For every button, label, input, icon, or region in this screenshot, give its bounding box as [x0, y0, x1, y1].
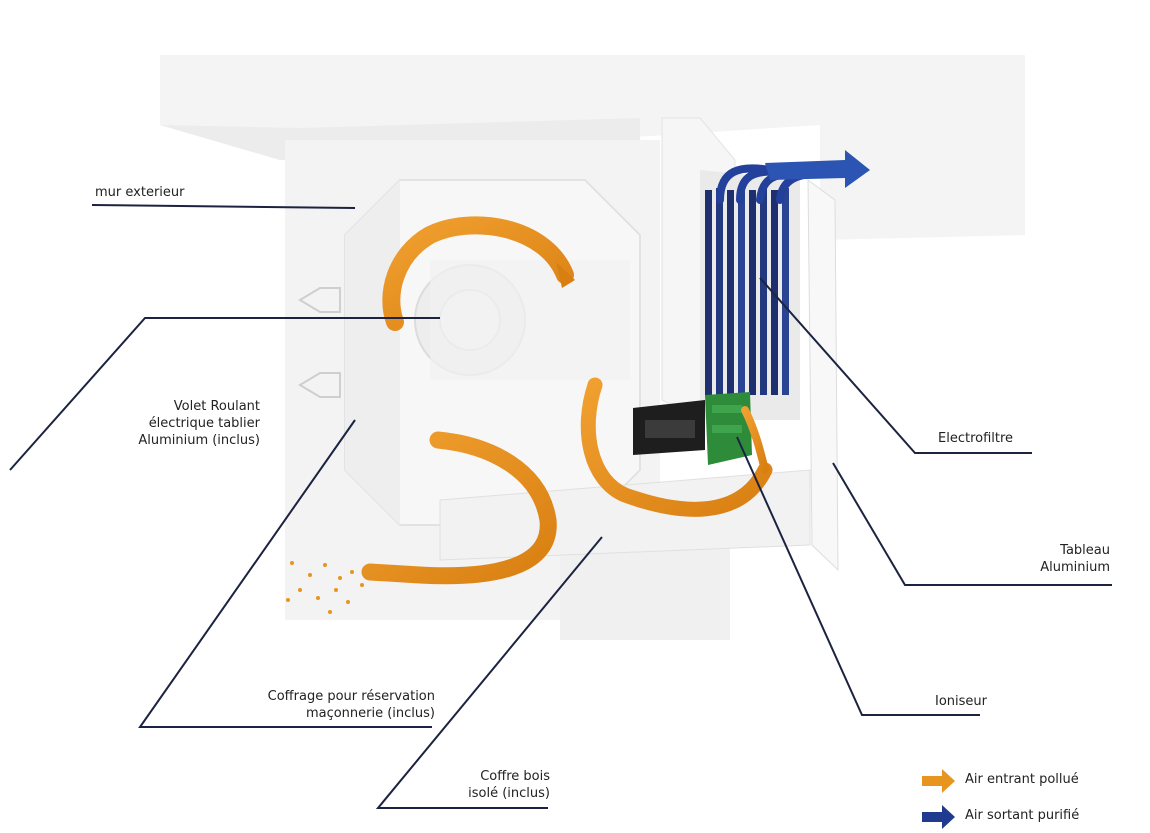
- label-volet-line-3: Aluminium (inclus): [138, 433, 260, 448]
- leader-tableau: [832, 462, 1112, 586]
- label-tableau-line-2: Aluminium: [1040, 560, 1110, 575]
- label-coffre-bois: Coffre bois isolé (inclus): [400, 768, 550, 802]
- label-coffre-line-1: Coffre bois: [480, 769, 550, 784]
- leader-mur-exterieur: [91, 204, 356, 209]
- electrofilter-cabinet: [661, 117, 839, 572]
- incoming-air-flow: [361, 216, 773, 585]
- legend-label-air-out: Air sortant purifié: [965, 808, 1080, 823]
- leader-coffre: [375, 536, 603, 809]
- leader-lines: [9, 204, 1112, 809]
- label-tableau-line-1: Tableau: [1060, 543, 1110, 558]
- roller-shutter-housing: [298, 179, 641, 526]
- label-mur-exterieur: mur exterieur: [95, 185, 185, 200]
- outgoing-air-arrow: [765, 150, 870, 188]
- air-particles: [286, 561, 364, 614]
- leader-electrofiltre: [759, 277, 1032, 454]
- label-electrofiltre: Electrofiltre: [938, 431, 1014, 446]
- filter-plates: [705, 188, 789, 395]
- legend-arrow-blue: [922, 805, 955, 829]
- legend-label-air-in: Air entrant pollué: [965, 772, 1079, 787]
- label-volet-roulant: Volet Roulant électrique tablier Alumini…: [80, 398, 260, 449]
- leader-volet: [9, 317, 440, 471]
- legend-swatches: [922, 769, 955, 829]
- label-coffrage-line-1: Coffrage pour réservation: [267, 689, 435, 704]
- label-volet-line-1: Volet Roulant: [173, 399, 260, 414]
- leader-ioniseur: [736, 436, 980, 716]
- label-coffrage-line-2: maçonnerie (inclus): [305, 706, 435, 721]
- legend-arrow-orange: [922, 769, 955, 793]
- ionizer-unit: [633, 392, 752, 465]
- label-volet-line-2: électrique tablier: [148, 416, 260, 431]
- label-coffre-line-2: isolé (inclus): [468, 786, 550, 801]
- leader-coffrage: [138, 419, 432, 728]
- label-coffrage: Coffrage pour réservation maçonnerie (in…: [180, 688, 435, 722]
- label-ioniseur: Ioniseur: [935, 694, 987, 709]
- label-tableau-aluminium: Tableau Aluminium: [960, 542, 1110, 576]
- aluminium-panel: [807, 178, 839, 572]
